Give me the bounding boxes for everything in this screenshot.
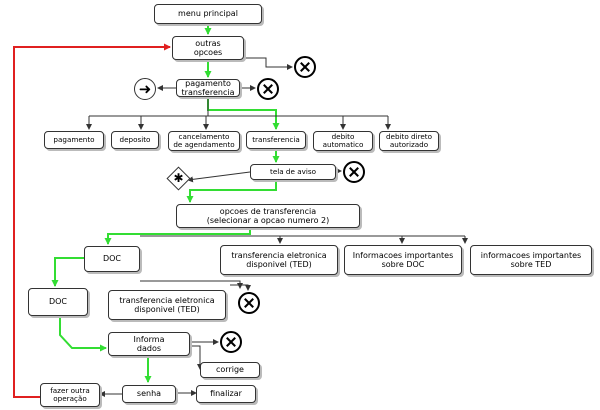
- link-opcoes-doc1: [104, 228, 251, 245]
- end-icon: [343, 161, 365, 183]
- node-ted-disponivel-2: transferencia eletronica disponivel (TED…: [108, 290, 226, 320]
- end-icon: [294, 56, 316, 78]
- node-pagamento-transferencia: pagamento transferencia: [176, 79, 240, 97]
- node-pagamento: pagamento: [44, 131, 104, 149]
- node-info-doc: Informacoes importantes sobre DOC: [344, 245, 462, 275]
- link-pagamento-transferencia: [207, 97, 280, 130]
- asterisk-icon: ✱: [173, 171, 184, 185]
- node-opcoes-transferencia: opcoes de transferencia (selecionar a op…: [176, 204, 360, 228]
- node-senha: senha: [122, 385, 176, 403]
- node-transferencia: transferencia: [246, 131, 306, 149]
- link-outras-end: [244, 57, 293, 70]
- node-deposito: deposito: [111, 131, 159, 149]
- link-fazer-outra-return: [13, 43, 171, 398]
- end-icon: [220, 331, 242, 353]
- node-outras-opcoes: outras opcoes: [172, 36, 244, 60]
- link-ted2-end: [230, 284, 251, 291]
- link-doc2-informa: [59, 316, 107, 352]
- node-cancelamento: cancelamento de agendamento: [168, 131, 240, 151]
- node-corrige: corrige: [200, 362, 260, 378]
- link-aviso-diamond: [187, 171, 251, 183]
- node-finalizar: finalizar: [196, 385, 256, 403]
- end-icon: [257, 78, 279, 100]
- node-debito-automatico: debito automatico: [313, 131, 373, 151]
- link-doc1-ted2: [140, 280, 243, 289]
- arrow-right-icon: ➜: [134, 78, 156, 100]
- link-aviso-opcoes: [186, 180, 277, 203]
- node-debito-direto: debito direto autorizado: [379, 131, 439, 151]
- end-icon: [238, 292, 260, 314]
- node-fazer-outra: fazer outra operação: [40, 383, 100, 407]
- node-info-ted: informacoes importantes sobre TED: [470, 245, 592, 275]
- node-informa-dados: Informa dados: [108, 332, 190, 356]
- node-doc-2: DOC: [28, 288, 88, 316]
- link-informa-corrige: [190, 345, 203, 370]
- node-tela-de-aviso: tela de aviso: [250, 164, 336, 180]
- node-ted-disponivel-1: transferencia eletronica disponivel (TED…: [220, 245, 338, 275]
- node-menu-principal: menu principal: [154, 4, 262, 24]
- node-doc-1: DOC: [84, 246, 140, 272]
